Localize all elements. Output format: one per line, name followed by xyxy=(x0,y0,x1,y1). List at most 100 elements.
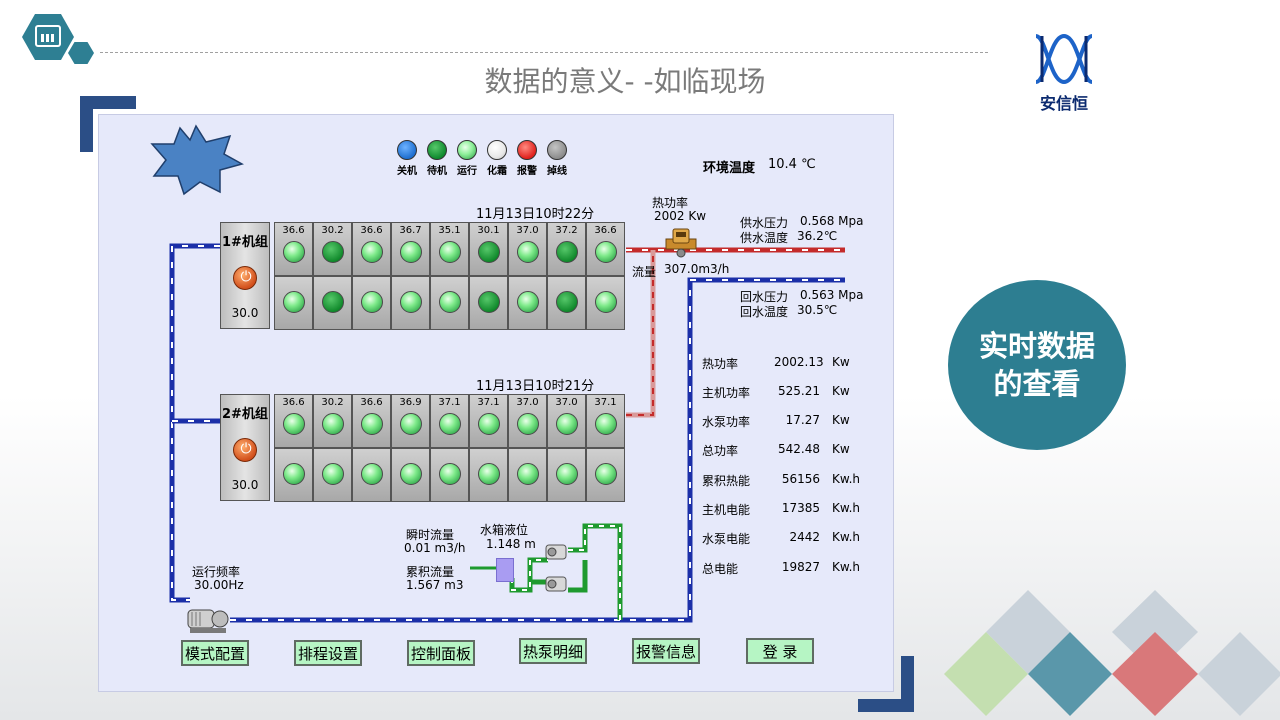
heat-pump-module[interactable] xyxy=(313,276,352,330)
status-standby-icon xyxy=(477,291,500,313)
status-run-icon xyxy=(594,413,617,435)
legend-standby: 待机 xyxy=(424,140,450,177)
kpi-value: 56156 xyxy=(781,472,820,486)
mode-config-button[interactable]: 模式配置 xyxy=(181,640,249,666)
heat-pump-module[interactable]: 37.0 xyxy=(508,222,547,276)
heat-pump-module[interactable]: 37.1 xyxy=(469,394,508,448)
module-temperature: 36.6 xyxy=(594,225,617,236)
alarm-info-button[interactable]: 报警信息 xyxy=(632,638,700,664)
unit1-power-button[interactable] xyxy=(233,266,258,290)
return-pressure-label: 回水压力 xyxy=(740,290,789,304)
legend-alarm: 报警 xyxy=(514,140,540,177)
pump-frequency-value: 30.00Hz xyxy=(194,578,244,592)
heat-pump-module[interactable]: 37.1 xyxy=(430,394,469,448)
status-run-icon xyxy=(555,413,578,435)
control-panel-button[interactable]: 控制面板 xyxy=(407,640,475,666)
kpi-value: 2442 xyxy=(789,530,820,544)
badge-line-2: 的查看 xyxy=(993,367,1081,401)
unit2-value: 30.0 xyxy=(231,478,259,492)
heat-pump-module[interactable] xyxy=(469,448,508,502)
heat-pump-module[interactable] xyxy=(547,448,586,502)
heat-pump-module[interactable]: 36.6 xyxy=(586,222,625,276)
heat-pump-module[interactable]: 36.6 xyxy=(352,222,391,276)
heat-pump-module[interactable]: 30.2 xyxy=(313,222,352,276)
heat-pump-module[interactable] xyxy=(274,448,313,502)
module-temperature: 36.6 xyxy=(360,225,383,236)
heat-pump-module[interactable] xyxy=(274,276,313,330)
flow-value: 307.0m3/h xyxy=(664,262,730,276)
unit2-name: 2#机组 xyxy=(222,407,268,422)
kpi-label: 热功率 xyxy=(702,357,739,371)
supply-pressure-label: 供水压力 xyxy=(740,216,789,230)
heat-pump-module[interactable]: 36.6 xyxy=(274,394,313,448)
heat-power-label: 热功率 xyxy=(652,196,689,210)
kpi-label: 水泵功率 xyxy=(702,415,751,429)
heat-pump-module[interactable]: 30.1 xyxy=(469,222,508,276)
login-button[interactable]: 登 录 xyxy=(746,638,814,664)
pump-frequency-label: 运行频率 xyxy=(192,565,241,579)
kpi-unit: Kw.h xyxy=(832,501,861,515)
heat-pump-module[interactable]: 37.2 xyxy=(547,222,586,276)
return-temp-label: 回水温度 xyxy=(740,305,789,319)
legend-label: 掉线 xyxy=(547,166,567,177)
status-run-icon xyxy=(516,413,539,435)
legend-label: 报警 xyxy=(517,166,537,177)
heat-pump-module[interactable]: 37.1 xyxy=(586,394,625,448)
hexagon-decoration xyxy=(68,42,94,64)
unit2-power-button[interactable] xyxy=(233,438,258,462)
heat-pump-module[interactable]: 37.0 xyxy=(508,394,547,448)
kpi-unit: Kw xyxy=(832,413,850,427)
heat-pump-module[interactable] xyxy=(469,276,508,330)
heat-pump-module[interactable] xyxy=(391,276,430,330)
heat-pump-module[interactable] xyxy=(430,276,469,330)
heat-pump-module[interactable] xyxy=(391,448,430,502)
heat-pump-module[interactable] xyxy=(508,448,547,502)
tank-level-value: 1.148 m xyxy=(486,537,536,551)
status-offline-icon xyxy=(547,140,567,160)
badge-line-1: 实时数据 xyxy=(978,329,1095,363)
heat-pump-module[interactable]: 35.1 xyxy=(430,222,469,276)
heat-pump-module[interactable]: 36.6 xyxy=(352,394,391,448)
return-temp-value: 30.5℃ xyxy=(797,303,838,317)
legend-offline: 掉线 xyxy=(544,140,570,177)
status-run-icon xyxy=(594,241,617,263)
heat-meter-icon xyxy=(665,228,697,258)
kpi-value: 525.21 xyxy=(778,384,820,398)
status-standby-icon xyxy=(321,241,344,263)
heat-pump-module[interactable] xyxy=(508,276,547,330)
heat-pump-module[interactable] xyxy=(430,448,469,502)
kpi-label: 主机电能 xyxy=(702,503,751,517)
heat-pump-module[interactable]: 36.7 xyxy=(391,222,430,276)
slide-title: 数据的意义- -如临现场 xyxy=(484,65,766,98)
flow-label: 流量 xyxy=(632,265,657,279)
module-temperature: 36.6 xyxy=(360,397,383,408)
legend-label: 关机 xyxy=(397,166,417,177)
heat-pump-module[interactable]: 30.2 xyxy=(313,394,352,448)
heat-pump-module[interactable] xyxy=(352,448,391,502)
heat-power-value: 2002 Kw xyxy=(654,209,707,223)
heat-pump-details-button[interactable]: 热泵明细 xyxy=(519,638,587,664)
heat-pump-module[interactable]: 37.0 xyxy=(547,394,586,448)
status-alarm-icon xyxy=(517,140,537,160)
env-temp-value: 10.4 ℃ xyxy=(768,157,816,172)
heat-pump-module[interactable]: 36.6 xyxy=(274,222,313,276)
circulation-pump-icon xyxy=(187,609,229,633)
kpi-label: 累积热能 xyxy=(702,474,751,488)
module-temperature: 36.7 xyxy=(399,225,422,236)
kpi-label: 水泵电能 xyxy=(702,532,751,546)
status-run-icon xyxy=(438,463,461,485)
heat-pump-module[interactable]: 36.9 xyxy=(391,394,430,448)
kpi-label: 总电能 xyxy=(702,562,739,576)
heat-pump-module[interactable] xyxy=(313,448,352,502)
status-off-icon xyxy=(397,140,417,160)
module-temperature: 30.1 xyxy=(477,225,500,236)
schedule-settings-button[interactable]: 排程设置 xyxy=(294,640,362,666)
unit2-timestamp: 11月13日10时21分 xyxy=(476,379,595,394)
kpi-unit: Kw xyxy=(832,355,850,369)
heat-pump-module[interactable] xyxy=(586,448,625,502)
heat-pump-module[interactable] xyxy=(352,276,391,330)
heat-pump-module[interactable] xyxy=(586,276,625,330)
heat-pump-module[interactable] xyxy=(547,276,586,330)
